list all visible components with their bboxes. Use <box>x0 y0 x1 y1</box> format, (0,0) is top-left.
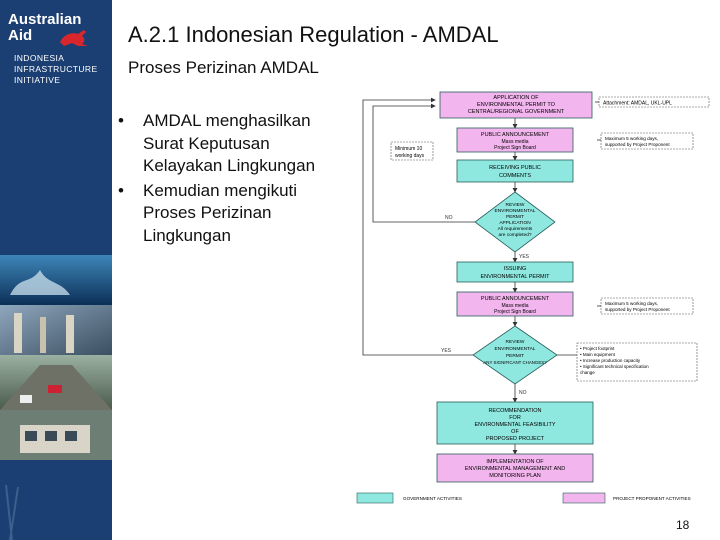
page-number: 18 <box>676 518 690 532</box>
edge-label-yes-2: YES <box>441 348 452 354</box>
node-review-change: REVIEW ENVIRONMENTAL PERMIT ANY SIGNIFIC… <box>472 325 558 385</box>
node-public-announcement-2: PUBLIC ANNOUNCEMENT Mass media Project S… <box>456 291 574 317</box>
svg-text:Mass media: Mass media <box>502 139 529 145</box>
svg-text:Maximum 5 working days,: Maximum 5 working days, <box>605 136 658 141</box>
legend: GOVERNMENT ACTIVITIES PROJECT PROPONENT … <box>356 492 691 504</box>
node-public-announcement: PUBLIC ANNOUNCEMENT Mass media Project S… <box>456 127 574 153</box>
svg-text:APPLICATION OF: APPLICATION OF <box>493 95 539 101</box>
environmental-permit-flowchart: APPLICATION OF ENVIRONMENTAL PERMIT TO C… <box>356 91 710 504</box>
svg-text:ENVIRONMENTAL MANAGEMENT AND: ENVIRONMENTAL MANAGEMENT AND <box>465 466 565 472</box>
initiative-line-1: INDONESIA <box>14 53 65 63</box>
initiative-line-2: INFRASTRUCTURE <box>14 64 98 74</box>
node-issuing-permit: ISSUING ENVIRONMENTAL PERMIT <box>456 261 574 283</box>
edge-label-yes-1: YES <box>519 254 530 260</box>
svg-text:ENVIRONMENTAL PERMIT TO: ENVIRONMENTAL PERMIT TO <box>477 102 556 108</box>
bullet-item: • Kemudian mengikuti Proses Perizinan Li… <box>118 180 348 248</box>
svg-text:are completed?: are completed? <box>498 232 531 238</box>
svg-text:PUBLIC ANNOUNCEMENT: PUBLIC ANNOUNCEMENT <box>481 296 550 302</box>
edge-label-no-2: NO <box>519 390 527 396</box>
svg-text:ISSUING: ISSUING <box>504 266 527 272</box>
svg-text:ENVIRONMENTAL PERMIT: ENVIRONMENTAL PERMIT <box>480 274 550 280</box>
logo-line-1: Australian <box>8 11 82 28</box>
note-working-days-10: Minimum 10 working days <box>390 141 434 161</box>
page-title: A.2.1 Indonesian Regulation - AMDAL <box>128 22 499 47</box>
svg-text:Maximum 5 working days,: Maximum 5 working days, <box>605 301 658 306</box>
bullet-item: • AMDAL menghasilkan Surat Keputusan Kel… <box>118 110 348 178</box>
svg-text:PUBLIC ANNOUNCEMENT: PUBLIC ANNOUNCEMENT <box>481 132 550 138</box>
page-subtitle: Proses Perizinan AMDAL <box>128 58 319 77</box>
svg-text:• Significant technical specif: • Significant technical specification <box>580 364 649 369</box>
edge-label-no-1: NO <box>445 215 453 221</box>
svg-text:Project Sign Board: Project Sign Board <box>494 145 536 151</box>
svg-text:• Main equipment: • Main equipment <box>580 352 616 357</box>
svg-text:All requirements: All requirements <box>498 226 533 232</box>
svg-text:supported by Project Proponent: supported by Project Proponent <box>605 307 670 312</box>
svg-text:Attachment: AMDAL, UKL-UPL: Attachment: AMDAL, UKL-UPL <box>603 101 672 107</box>
bullet-list: • AMDAL menghasilkan Surat Keputusan Kel… <box>118 110 348 249</box>
svg-text:PROPOSED PROJECT: PROPOSED PROJECT <box>486 436 545 442</box>
note-attachments: Attachment: AMDAL, UKL-UPL <box>598 96 710 108</box>
kangaroo-icon <box>60 30 88 46</box>
legend-label-proponent: PROJECT PROPONENT ACTIVITIES <box>613 496 691 501</box>
node-receiving-comments: RECEIVING PUBLIC COMMENTS <box>456 159 574 183</box>
svg-text:PERMIT: PERMIT <box>506 214 524 220</box>
svg-text:Minimum 10: Minimum 10 <box>395 146 422 152</box>
svg-text:working days: working days <box>395 153 425 159</box>
svg-text:CENTRAL/REGIONAL GOVERNMENT: CENTRAL/REGIONAL GOVERNMENT <box>468 109 565 115</box>
bullet-symbol: • <box>118 180 124 200</box>
bullet-text: AMDAL menghasilkan Surat Keputusan Kelay… <box>143 111 316 175</box>
note-working-days-5a: Maximum 5 working days, supported by Pro… <box>600 132 694 150</box>
node-implementation: IMPLEMENTATION OF ENVIRONMENTAL MANAGEME… <box>436 453 594 483</box>
initiative-line-3: INITIATIVE <box>14 75 61 85</box>
svg-text:RECOMMENDATION: RECOMMENDATION <box>488 408 541 414</box>
svg-text:• Project footprint: • Project footprint <box>580 346 615 351</box>
svg-text:supported by Project Proponent: supported by Project Proponent <box>605 142 670 147</box>
svg-text:FOR: FOR <box>509 415 521 421</box>
svg-text:COMMENTS: COMMENTS <box>499 173 531 179</box>
svg-text:Mass media: Mass media <box>502 303 529 309</box>
svg-text:change: change <box>580 370 595 375</box>
svg-text:ANY SIGNIFICANT CHANGES?: ANY SIGNIFICANT CHANGES? <box>483 360 547 365</box>
node-review-application: REVIEW ENVIRONMENTAL PERMIT APPLICATION … <box>474 191 556 253</box>
svg-text:IMPLEMENTATION OF: IMPLEMENTATION OF <box>486 459 544 465</box>
sidebar: Australian Aid INDONESIA INFRASTRUCTURE … <box>0 0 112 540</box>
bullet-symbol: • <box>118 111 124 130</box>
node-application: APPLICATION OF ENVIRONMENTAL PERMIT TO C… <box>439 91 593 119</box>
australian-aid-logo: Australian Aid <box>8 12 81 44</box>
svg-text:MONITORING PLAN: MONITORING PLAN <box>489 473 541 479</box>
legend-swatch-government <box>356 492 394 504</box>
legend-swatch-proponent <box>562 492 606 504</box>
logo-line-2: Aid <box>8 27 33 44</box>
svg-text:OF: OF <box>511 429 519 435</box>
svg-text:PERMIT: PERMIT <box>506 353 524 359</box>
svg-text:REVIEW: REVIEW <box>506 202 525 208</box>
svg-text:RECEIVING PUBLIC: RECEIVING PUBLIC <box>489 165 541 171</box>
node-recommendation: RECOMMENDATION FOR ENVIRONMENTAL FEASIBI… <box>436 401 594 445</box>
svg-text:ENVIRONMENTAL: ENVIRONMENTAL <box>495 346 536 352</box>
svg-text:APPLICATION: APPLICATION <box>499 220 531 226</box>
note-working-days-5b: Maximum 5 working days, supported by Pro… <box>600 297 694 315</box>
svg-text:ENVIRONMENTAL FEASIBILITY: ENVIRONMENTAL FEASIBILITY <box>475 422 556 428</box>
bullet-text: Kemudian mengikuti Proses Perizinan Ling… <box>143 180 298 245</box>
svg-text:Project Sign Board: Project Sign Board <box>494 309 536 315</box>
note-significant-changes: • Project footprint • Main equipment • I… <box>576 342 698 382</box>
svg-text:ENVIRONMENTAL: ENVIRONMENTAL <box>495 208 536 214</box>
initiative-label: INDONESIA INFRASTRUCTURE INITIATIVE <box>14 53 98 86</box>
sidebar-photo-collage <box>0 255 112 540</box>
svg-text:REVIEW: REVIEW <box>506 339 525 345</box>
legend-label-government: GOVERNMENT ACTIVITIES <box>403 496 462 501</box>
svg-text:• Increase production capacity: • Increase production capacity <box>580 358 641 363</box>
